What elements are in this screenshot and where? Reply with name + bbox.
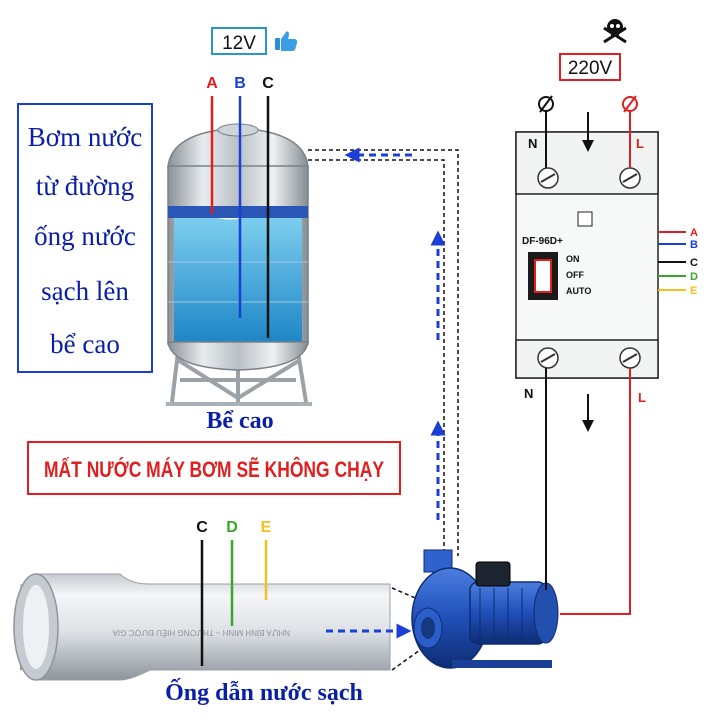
tank-voltage-label: 12V	[211, 27, 298, 55]
mode-auto-label: AUTO	[566, 286, 591, 296]
mode-on-label: ON	[566, 254, 580, 264]
probe-c2-label: C	[196, 519, 208, 536]
flow-arrows	[326, 147, 446, 639]
bottom-terminal-l-label: L	[638, 390, 646, 405]
skull-crossbones-icon	[603, 19, 627, 44]
description-line-3: ống nước	[34, 221, 136, 251]
bottom-terminal-n-label: N	[524, 386, 533, 401]
mains-voltage-label: 220V	[559, 19, 627, 81]
description-box: Bơm nước từ đường ống nước sạch lên bể c…	[17, 103, 153, 373]
down-arrow-icon	[582, 140, 594, 152]
probe-d-label: D	[226, 519, 238, 536]
down-arrow-icon-2	[582, 420, 594, 432]
controller-model: DF-96D+	[522, 236, 563, 247]
tank-caption: Bể cao	[206, 408, 273, 434]
pipe-probes: C D E	[196, 519, 272, 666]
top-terminal-l-label: L	[636, 136, 644, 151]
tank-probes: A B C	[206, 75, 274, 338]
warning-text: MẤT NƯỚC MÁY BƠM SẼ KHÔNG CHẠY	[44, 457, 384, 482]
controller-outputs: A B C D E	[658, 227, 698, 297]
warning-box: MẤT NƯỚC MÁY BƠM SẼ KHÔNG CHẠY	[27, 441, 401, 495]
output-c-label: C	[690, 257, 698, 269]
output-b-label: B	[690, 239, 698, 251]
level-controller: DF-96D+ ON OFF AUTO	[515, 131, 659, 379]
supply-inputs: N L	[528, 95, 644, 168]
output-a-label: A	[690, 227, 698, 239]
output-d-label: D	[690, 271, 698, 283]
water-tank	[166, 123, 312, 406]
probe-a-label: A	[206, 75, 218, 92]
description-line-2: từ đường	[36, 171, 134, 201]
probe-c-label: C	[262, 75, 274, 92]
mains-voltage-text: 220V	[568, 58, 613, 79]
pump-power-wires: N L	[524, 368, 646, 615]
water-pipe: NHỰA BÌNH MINH ~ THƯƠNG HIỆU ĐƯỢC GIA	[13, 573, 391, 681]
output-e-label: E	[690, 285, 697, 297]
description-line-5: bể cao	[50, 329, 120, 359]
description-line-4: sạch lên	[41, 276, 129, 306]
top-terminal-n-label: N	[528, 136, 537, 151]
probe-e-label: E	[261, 519, 272, 536]
mode-selector-switch[interactable]	[528, 252, 558, 300]
description-line-1: Bơm nước	[28, 122, 142, 152]
mode-off-label: OFF	[566, 270, 584, 280]
thumbs-up-icon	[275, 31, 298, 51]
probe-b-label: B	[234, 75, 246, 92]
water-pump	[411, 549, 559, 669]
tank-voltage-text: 12V	[222, 33, 256, 54]
pipe-caption: Ống dẫn nước sạch	[165, 679, 363, 706]
